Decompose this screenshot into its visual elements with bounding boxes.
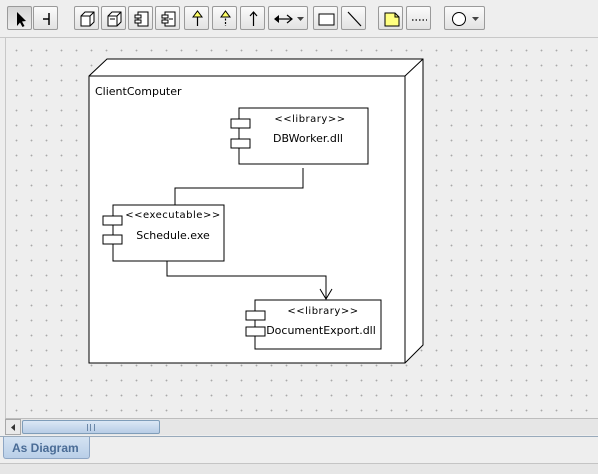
realization-tool-icon <box>220 10 231 26</box>
node-name-label: ClientComputer <box>95 85 182 98</box>
tab-as-diagram[interactable]: As Diagram <box>3 437 90 459</box>
scroll-left-icon <box>11 424 15 431</box>
component-stereotype: <<library>> <box>287 306 358 317</box>
diagram-canvas[interactable]: ClientComputer <<library>> DBWorker.dll … <box>5 38 598 418</box>
node-instance-tool-icon <box>107 11 122 27</box>
port-tool-icon <box>43 13 50 25</box>
diagram-toolbar <box>0 0 598 38</box>
ellipse-tool-dropdown[interactable] <box>444 6 485 30</box>
deployment-diagram: ClientComputer <<library>> DBWorker.dll … <box>88 58 424 364</box>
ellipse-dropdown-icon <box>452 12 479 26</box>
association-tool-button[interactable] <box>240 6 265 30</box>
component-name: DBWorker.dll <box>273 132 343 145</box>
component-document-export[interactable]: <<library>> DocumentExport.dll <box>245 299 382 350</box>
dependency-tool-button[interactable] <box>184 6 209 30</box>
node-tool-button[interactable] <box>74 6 99 30</box>
dependency-arrow-connector[interactable] <box>166 261 333 300</box>
line-tool-icon <box>347 11 362 27</box>
select-tool-icon <box>17 12 26 27</box>
note-tool-icon <box>384 12 400 27</box>
component-tool-button[interactable] <box>128 6 153 30</box>
component-stereotype: <<library>> <box>274 114 345 125</box>
port-tool-button[interactable] <box>33 6 58 30</box>
note-link-tool-icon <box>412 19 427 21</box>
bidirectional-association-dropdown-icon <box>274 14 304 24</box>
scroll-thumb[interactable] <box>22 420 160 434</box>
line-tool-button[interactable] <box>341 6 366 30</box>
component-stereotype: <<executable>> <box>125 210 220 221</box>
dependency-tool-icon <box>192 10 203 26</box>
component-schedule[interactable]: <<executable>> Schedule.exe <box>102 204 225 262</box>
association-type-dropdown[interactable] <box>268 6 308 30</box>
component-name: DocumentExport.dll <box>266 324 376 337</box>
component-dbworker[interactable]: <<library>> DBWorker.dll <box>230 107 369 165</box>
rectangle-tool-button[interactable] <box>313 6 338 30</box>
rectangle-tool-icon <box>318 13 335 26</box>
note-link-tool-button[interactable] <box>406 6 431 30</box>
node-instance-tool-button[interactable] <box>101 6 126 30</box>
realization-tool-button[interactable] <box>212 6 237 30</box>
note-tool-button[interactable] <box>378 6 403 30</box>
dependency-connector[interactable] <box>174 168 304 213</box>
view-tab-strip: As Diagram <box>0 436 598 464</box>
component-name: Schedule.exe <box>136 229 210 242</box>
horizontal-scrollbar[interactable] <box>5 418 598 435</box>
component-instance-tool-icon <box>161 11 176 27</box>
status-bar <box>0 463 598 474</box>
component-instance-tool-button[interactable] <box>155 6 180 30</box>
scroll-left-button[interactable] <box>5 419 21 435</box>
association-tool-icon <box>249 11 258 26</box>
select-tool-button[interactable] <box>7 6 32 30</box>
scroll-grip-icon <box>87 424 95 431</box>
component-tool-icon <box>134 11 149 27</box>
node-tool-icon <box>80 11 95 27</box>
